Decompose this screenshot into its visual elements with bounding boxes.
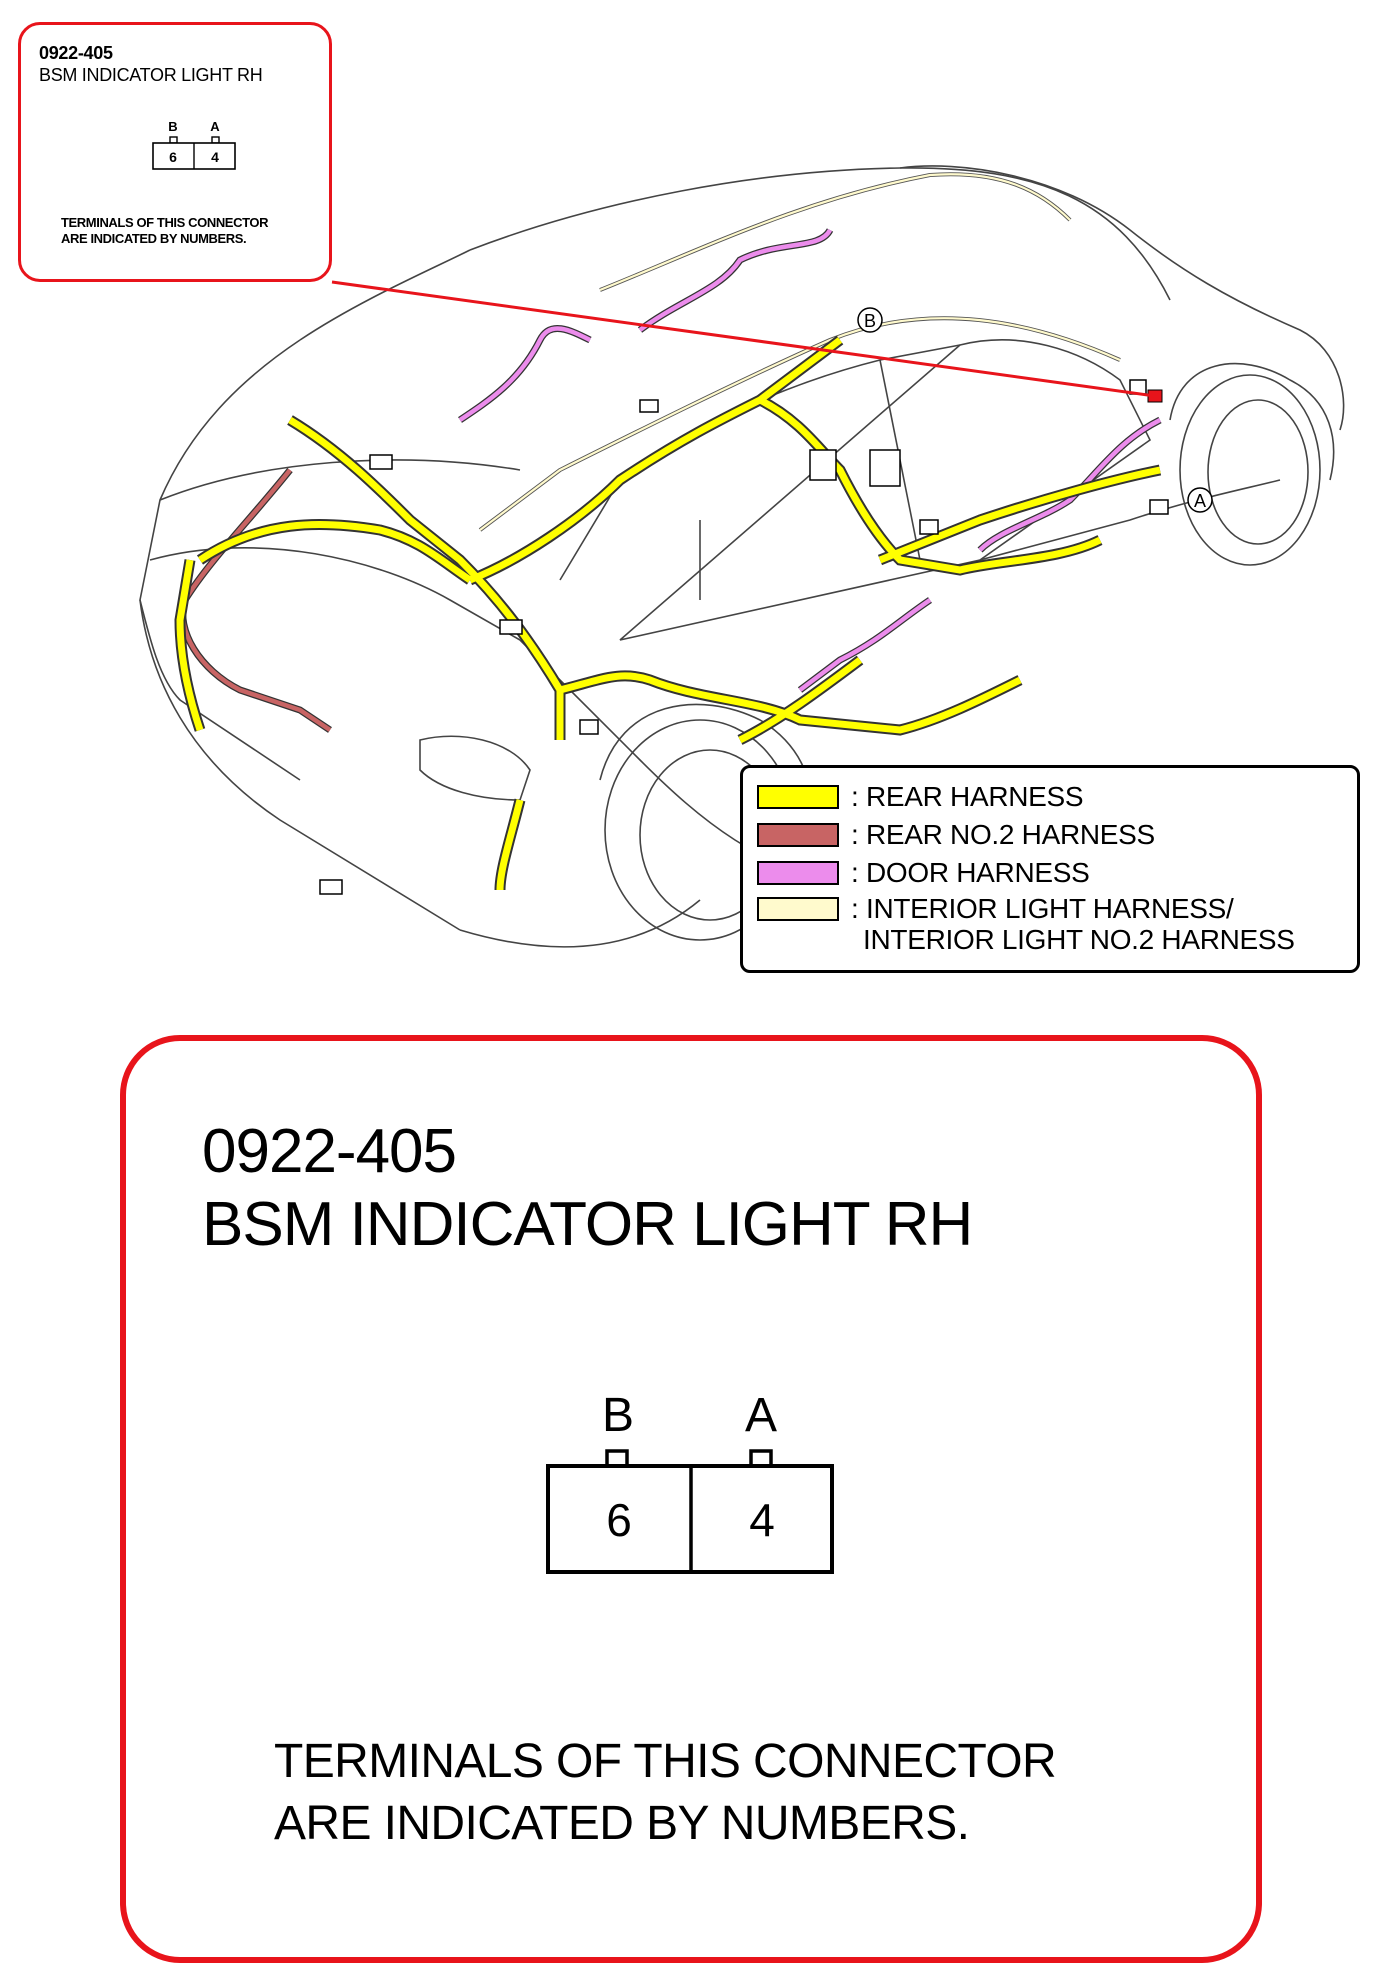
terminal-note: TERMINALS OF THIS CONNECTOR ARE INDICATE… <box>274 1735 1057 1850</box>
legend-item-door-harness: : DOOR HARNESS <box>757 856 1090 890</box>
interior-light-harness-wires <box>478 172 1121 532</box>
harness-connectors <box>319 379 1169 895</box>
pin-number-6-small: 6 <box>169 149 177 165</box>
pin-number-4-small: 4 <box>211 149 219 165</box>
marker-b: B <box>857 307 883 333</box>
legend-swatch <box>757 861 839 885</box>
legend-swatch <box>757 785 839 809</box>
legend-swatch <box>757 897 839 921</box>
connector-code: 0922-405 <box>202 1117 457 1186</box>
vehicle-harness-illustration: B A <box>139 165 1345 948</box>
legend-item-interior-light-harness: : INTERIOR LIGHT HARNESS/ <box>757 892 1234 926</box>
pin-letter-b: B <box>602 1389 634 1442</box>
marker-a: A <box>1187 487 1213 513</box>
legend-swatch <box>757 823 839 847</box>
connector-callout-large: 0922-405 BSM INDICATOR LIGHT RH B A 6 4 … <box>120 1035 1262 1963</box>
pin-number-6: 6 <box>606 1494 632 1546</box>
svg-text:B: B <box>864 311 876 331</box>
harness-legend: : REAR HARNESS : REAR NO.2 HARNESS : DOO… <box>740 765 1360 973</box>
pin-number-4: 4 <box>749 1494 775 1546</box>
pin-letter-a-small: A <box>210 119 220 134</box>
pin-letter-a: A <box>745 1389 777 1442</box>
connector-callout-small: 0922-405 BSM INDICATOR LIGHT RH B A 6 4 … <box>18 22 332 282</box>
pin-letter-b-small: B <box>168 119 177 134</box>
connector-latch-a <box>749 1449 773 1468</box>
terminal-note-small: TERMINALS OF THIS CONNECTOR ARE INDICATE… <box>61 215 269 246</box>
connector-face-small: B A 6 4 <box>152 119 236 170</box>
svg-text:A: A <box>1194 491 1206 511</box>
legend-item-rear-harness: : REAR HARNESS <box>757 780 1084 814</box>
connector-name: BSM INDICATOR LIGHT RH <box>202 1190 973 1259</box>
connector-latch-b <box>605 1449 629 1468</box>
connector-name-small: BSM INDICATOR LIGHT RH <box>39 65 263 85</box>
connector-face: B A 6 4 <box>546 1389 834 1574</box>
legend-item-rear-no2-harness: : REAR NO.2 HARNESS <box>757 818 1155 852</box>
callout-leader-line <box>331 280 1156 398</box>
legend-item-interior-light-no2: INTERIOR LIGHT NO.2 HARNESS <box>863 924 1295 955</box>
connector-code-small: 0922-405 <box>39 43 113 63</box>
